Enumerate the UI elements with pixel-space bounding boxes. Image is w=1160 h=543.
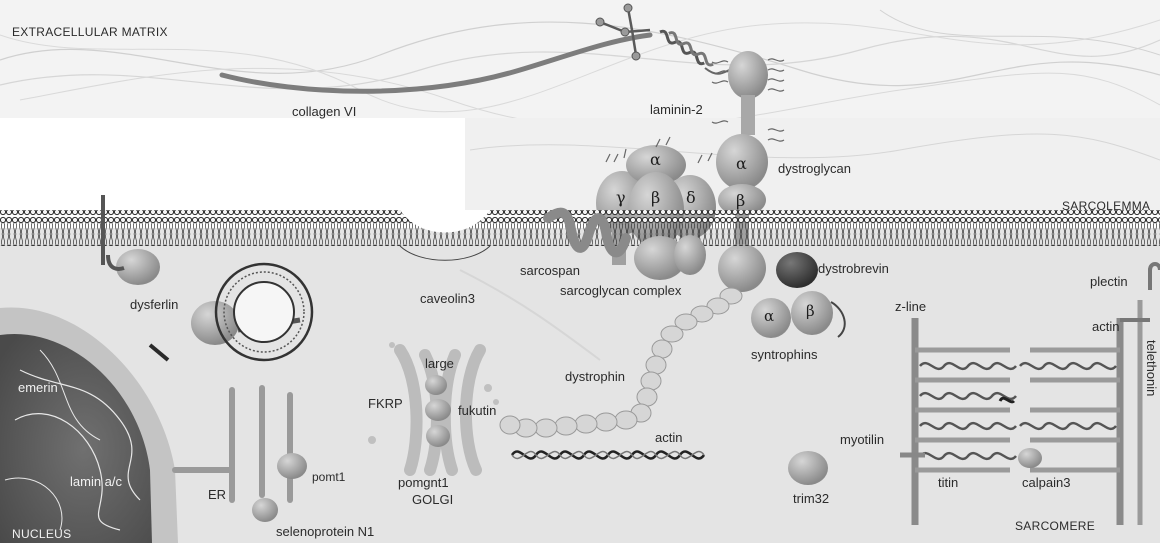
er-label: ER <box>208 488 226 501</box>
sarcolemma-label: SARCOLEMMA <box>1062 200 1150 212</box>
pomgnt1-label: pomgnt1 <box>398 476 449 489</box>
pomt1 <box>277 453 307 479</box>
dysferlin-label: dysferlin <box>130 298 178 311</box>
sarcoglycan-alpha-label: α <box>650 152 661 168</box>
sarcomere-actin-label: actin <box>1092 320 1119 333</box>
sarcoglycan-beta-label: β <box>651 190 660 206</box>
calpain3-label: calpain3 <box>1022 476 1070 489</box>
sarcoglycan-base-2 <box>674 235 706 275</box>
selenoprotein-n1-label: selenoprotein N1 <box>276 525 374 538</box>
dystrobrevin-label: dystrobrevin <box>818 262 889 275</box>
sarcoglycan-gamma-label: γ <box>616 190 626 206</box>
fukutin-label: fukutin <box>458 404 496 417</box>
telethonin-label: telethonin <box>1145 340 1158 396</box>
lamin-ac-label: lamin a/c <box>70 475 122 488</box>
sarcomere-label: SARCOMERE <box>1015 520 1095 532</box>
myotilin-label: myotilin <box>840 433 884 446</box>
caveolin3-label: caveolin3 <box>420 292 475 305</box>
dystroglycan-alpha-label: α <box>736 156 747 172</box>
plectin-label: plectin <box>1090 275 1128 288</box>
dystroglycan-label: dystroglycan <box>778 162 851 175</box>
emerin-label: emerin <box>18 381 58 394</box>
selenoprotein-n1 <box>252 498 278 522</box>
dystrobrevin <box>776 252 818 288</box>
trim32 <box>788 451 828 485</box>
dystroglycan-beta-label: β <box>736 193 745 209</box>
dystrophin-actin-label: actin <box>655 431 682 444</box>
syntrophin-alpha-label: α <box>764 309 774 324</box>
syntrophin-beta-label: β <box>806 304 815 319</box>
golgi-label: GOLGI <box>412 493 453 506</box>
extracellular-matrix-region <box>0 0 1160 210</box>
large-label: large <box>425 357 454 370</box>
sarcoglycan-complex-label: sarcoglycan complex <box>560 284 681 297</box>
syntrophins-label: syntrophins <box>751 348 817 361</box>
trim32-label: trim32 <box>793 492 829 505</box>
fkrp-label: FKRP <box>368 397 403 410</box>
titin-label: titin <box>938 476 958 489</box>
pomt1-label: pomt1 <box>312 471 345 483</box>
sarcospan-label: sarcospan <box>520 264 580 277</box>
collagen-vi-label: collagen VI <box>292 105 356 118</box>
laminin-2-label: laminin-2 <box>650 103 703 116</box>
sarcoglycan-delta-label: δ <box>686 190 696 206</box>
extracellular-matrix-label: EXTRACELLULAR MATRIX <box>12 26 168 38</box>
z-line-label: z-line <box>895 300 926 313</box>
nucleus-label: NUCLEUS <box>12 528 71 540</box>
dystrophin-label: dystrophin <box>565 370 625 383</box>
